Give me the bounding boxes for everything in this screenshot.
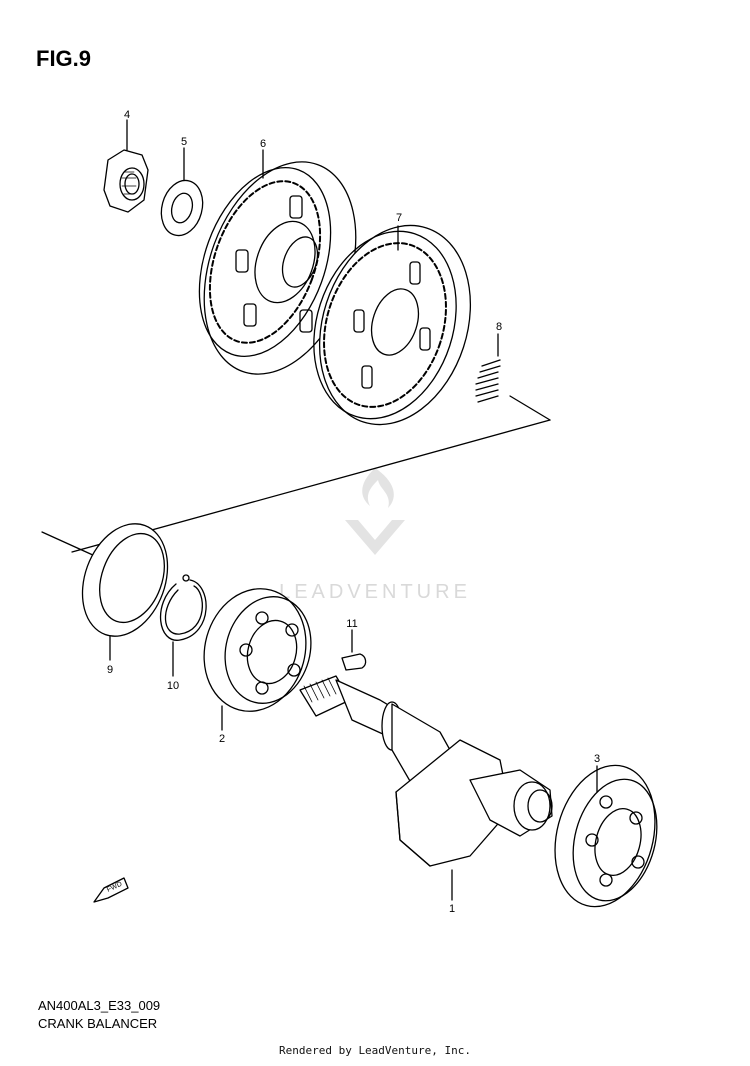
part-8-spring <box>475 333 501 403</box>
callout-5: 5 <box>181 136 187 148</box>
part-3-bearing <box>554 764 658 908</box>
callout-6: 6 <box>260 138 266 150</box>
callout-1: 1 <box>449 903 455 915</box>
watermark-logo: LEADVENTURE <box>279 468 471 603</box>
callout-7: 7 <box>396 212 402 224</box>
callout-2: 2 <box>219 733 225 745</box>
part-10-circlip <box>160 574 207 677</box>
callout-10: 10 <box>167 680 179 692</box>
callout-4: 4 <box>124 109 130 121</box>
callout-labels: 1 2 3 4 5 6 7 8 9 10 11 <box>107 109 600 915</box>
callout-11: 11 <box>346 618 357 630</box>
watermark-text: LEADVENTURE <box>279 581 471 603</box>
footer-credit: Rendered by LeadVenture, Inc. <box>278 1044 472 1057</box>
fwd-arrow-icon: FWD <box>93 877 129 903</box>
callout-3: 3 <box>594 753 600 765</box>
figure-name: CRANK BALANCER <box>38 1016 158 1031</box>
part-4-nut <box>103 119 149 213</box>
part-2-bearing <box>203 588 312 731</box>
part-7-scissors-gear <box>313 224 472 426</box>
part-11-woodruff-key <box>341 629 367 671</box>
part-1-balancer-shaft <box>299 675 553 901</box>
part-5-washer <box>160 147 204 237</box>
figure-code: AN400AL3_E33_009 <box>38 998 161 1013</box>
callout-9: 9 <box>107 664 113 676</box>
part-9-thrust-washer <box>81 523 169 661</box>
callout-8: 8 <box>496 321 502 333</box>
figure-title: FIG.9 <box>36 46 92 71</box>
